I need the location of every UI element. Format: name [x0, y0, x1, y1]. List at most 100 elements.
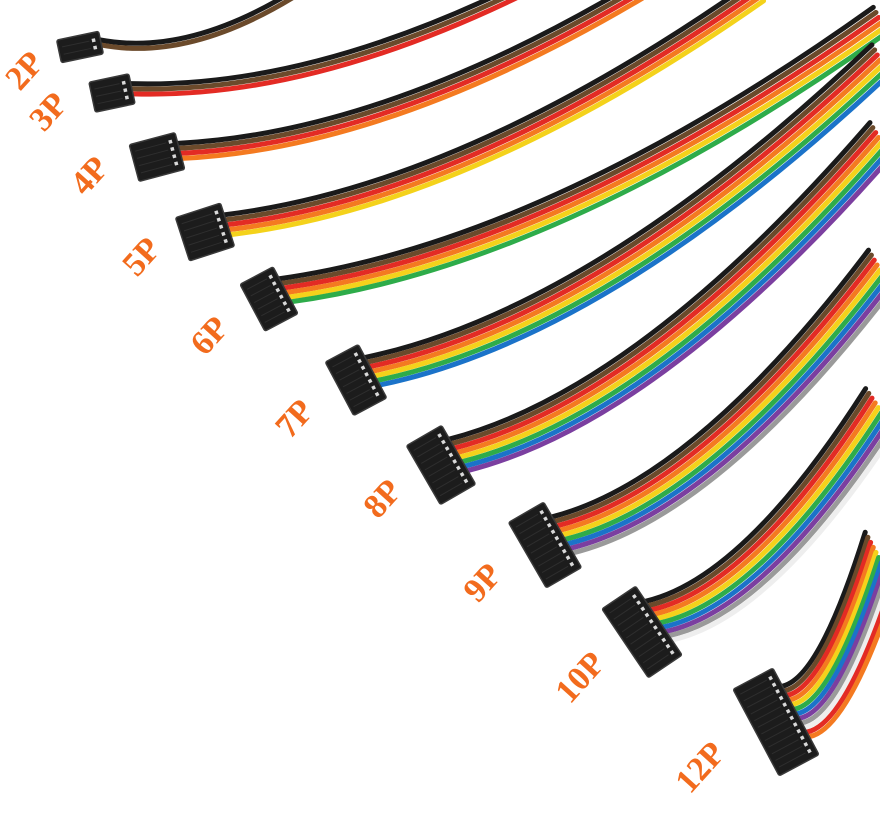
wire	[652, 400, 878, 617]
housing-ridge	[613, 604, 636, 620]
housing-ridge	[432, 469, 455, 484]
ribbon-cable-7P	[362, 42, 880, 388]
wire	[789, 549, 879, 708]
housing-ridge	[609, 598, 632, 614]
housing-ridge	[630, 629, 653, 645]
housing-ridge	[188, 234, 220, 246]
pin-count-label: 5P	[115, 231, 168, 284]
housing-ridge	[647, 654, 669, 670]
wire	[377, 79, 880, 388]
pin-contact	[803, 742, 809, 747]
pin-contact	[652, 625, 658, 630]
housing-ridge	[439, 482, 463, 497]
wire	[374, 71, 880, 383]
pin-contact	[437, 433, 443, 438]
wire	[179, 0, 645, 161]
pin-contact	[221, 231, 226, 237]
wire	[223, 0, 741, 223]
housing-ridge	[626, 623, 648, 639]
housing-ridge	[545, 565, 569, 580]
pin-contact	[168, 139, 173, 144]
pin-contact	[661, 637, 667, 643]
housing-ridge	[541, 559, 565, 574]
pin-contact	[91, 38, 96, 43]
pin-contact	[93, 45, 98, 50]
pin-contact	[174, 161, 179, 166]
housing-ridge	[94, 83, 120, 90]
pin-contact	[170, 146, 175, 152]
connector-housing-12P	[733, 668, 819, 776]
pin-count-label: 3P	[22, 86, 75, 139]
pin-contact	[640, 606, 646, 612]
wire	[669, 448, 880, 643]
housing-ridge	[778, 752, 806, 768]
pin-contact	[644, 612, 650, 618]
pin-contact	[218, 224, 224, 229]
pin-contact	[657, 631, 662, 637]
wire	[281, 14, 880, 291]
pin-contact	[778, 695, 784, 701]
wire	[276, 4, 876, 282]
housing-ridge	[771, 739, 799, 755]
housing-ridge	[519, 520, 543, 535]
wire	[794, 560, 880, 717]
pin-contact	[463, 478, 469, 484]
housing-ridge	[739, 679, 768, 695]
pin-contact	[539, 509, 545, 515]
ribbon-cable-2P	[97, 0, 294, 51]
pin-contact	[374, 391, 380, 397]
pin-contact	[357, 358, 362, 364]
housing-ridge	[138, 156, 171, 167]
housing-ridge	[530, 539, 554, 554]
wire	[226, 0, 760, 233]
connector-housing-9P	[508, 502, 582, 588]
housing-ridge	[353, 395, 374, 408]
pin-contact	[172, 154, 177, 159]
wire	[660, 419, 880, 630]
wire	[279, 9, 879, 286]
wire	[447, 120, 873, 442]
housing-ridge	[747, 692, 775, 708]
pin-contact	[456, 465, 461, 471]
pin-count-label: 4P	[63, 150, 116, 203]
pin-contact	[782, 702, 788, 708]
connector-housing-7P	[325, 344, 387, 416]
wire	[779, 529, 868, 689]
wire	[549, 247, 872, 520]
housing-ridge	[435, 476, 459, 490]
wire	[460, 148, 880, 465]
housing-body	[601, 586, 683, 678]
housing-ridge	[342, 375, 364, 388]
pin-contact	[123, 88, 128, 93]
pin-count-label: 7P	[268, 393, 321, 446]
housing-ridge	[621, 616, 644, 633]
pin-contact	[285, 307, 291, 313]
connector-housing-8P	[406, 425, 476, 505]
pin-count-label: 8P	[356, 473, 409, 526]
housing-ridge	[523, 526, 546, 541]
wire	[792, 554, 880, 712]
housing-ridge	[136, 149, 169, 159]
pin-contact	[364, 372, 369, 377]
housing-ridge	[257, 298, 278, 310]
wire	[367, 52, 880, 370]
pin-contact	[543, 516, 548, 522]
pin-contact	[452, 459, 458, 464]
housing-ridge	[62, 40, 90, 48]
housing-ridge	[264, 311, 285, 323]
housing-ridge	[250, 284, 271, 297]
wire	[799, 584, 880, 726]
housing-ridge	[63, 47, 92, 55]
housing-ridge	[246, 278, 268, 290]
housing-ridge	[140, 164, 173, 174]
wire	[97, 0, 284, 46]
wire	[649, 395, 875, 613]
pin-contact	[271, 281, 277, 286]
wire	[562, 274, 880, 542]
housing-ridge	[538, 552, 561, 567]
housing-ridge	[190, 241, 222, 253]
connector-housing-4P	[128, 132, 186, 182]
wire	[782, 534, 871, 694]
wire	[176, 0, 623, 151]
